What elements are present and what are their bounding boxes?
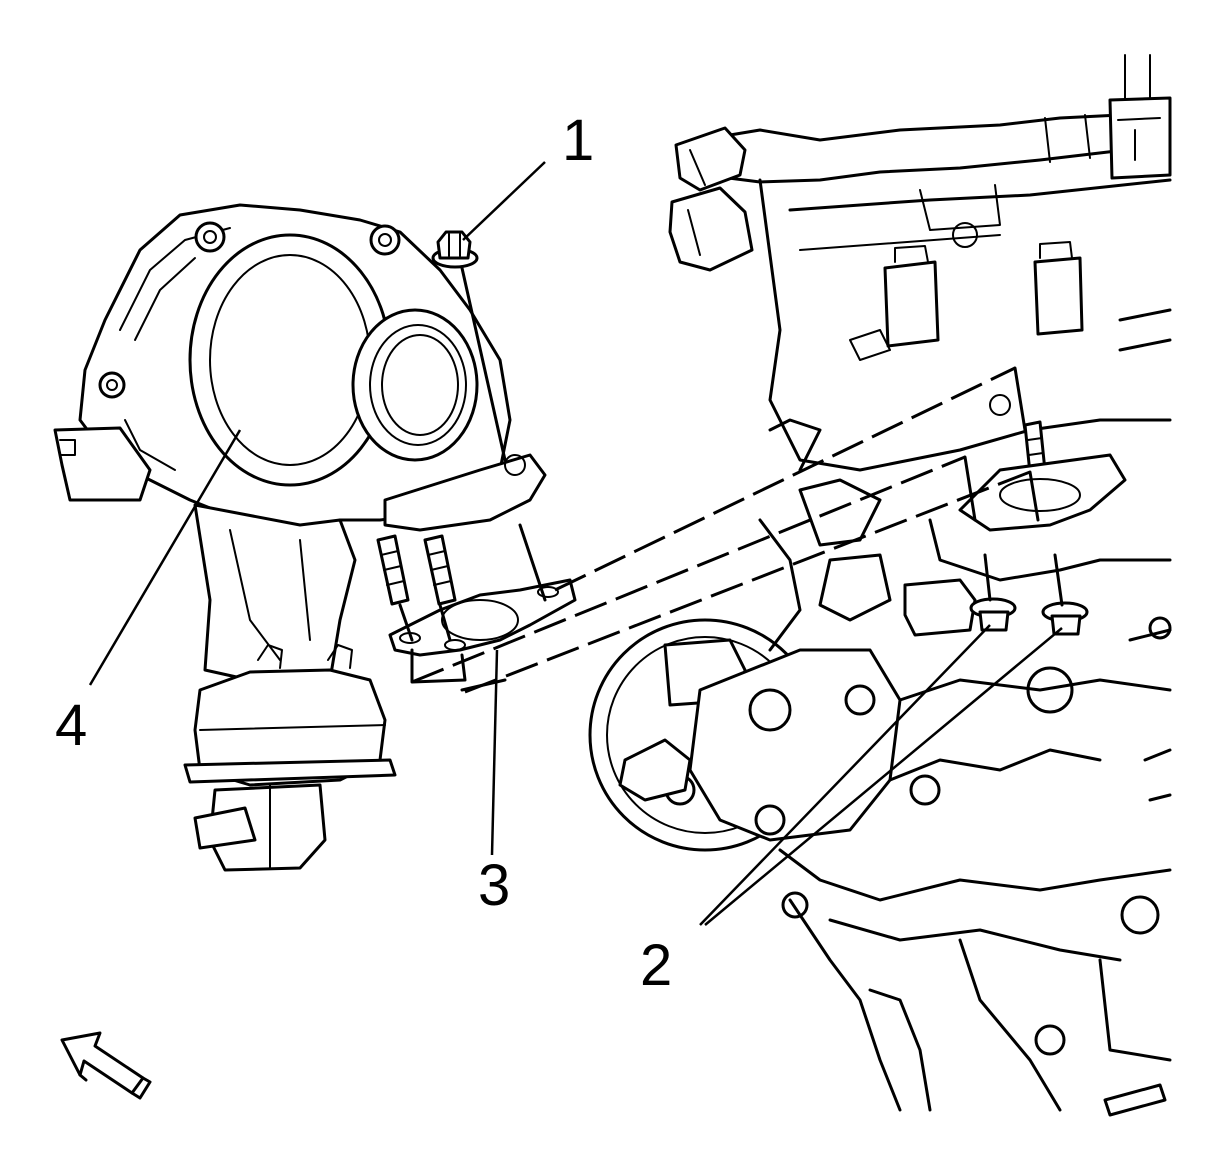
turbocharger-housing — [53, 203, 547, 872]
callout-4: 4 — [55, 693, 87, 758]
callout-1: 1 — [562, 108, 594, 173]
engine-block — [588, 54, 1172, 1117]
nut-2a — [969, 597, 1017, 632]
nut-2b — [1041, 601, 1089, 636]
view-direction-arrow-icon — [60, 1031, 152, 1100]
callout-2: 2 — [640, 933, 672, 998]
leader-lines — [88, 161, 1063, 926]
alignment-lines — [398, 266, 1064, 694]
nut-1 — [431, 230, 479, 269]
gasket — [388, 578, 577, 657]
callout-3: 3 — [478, 853, 510, 918]
